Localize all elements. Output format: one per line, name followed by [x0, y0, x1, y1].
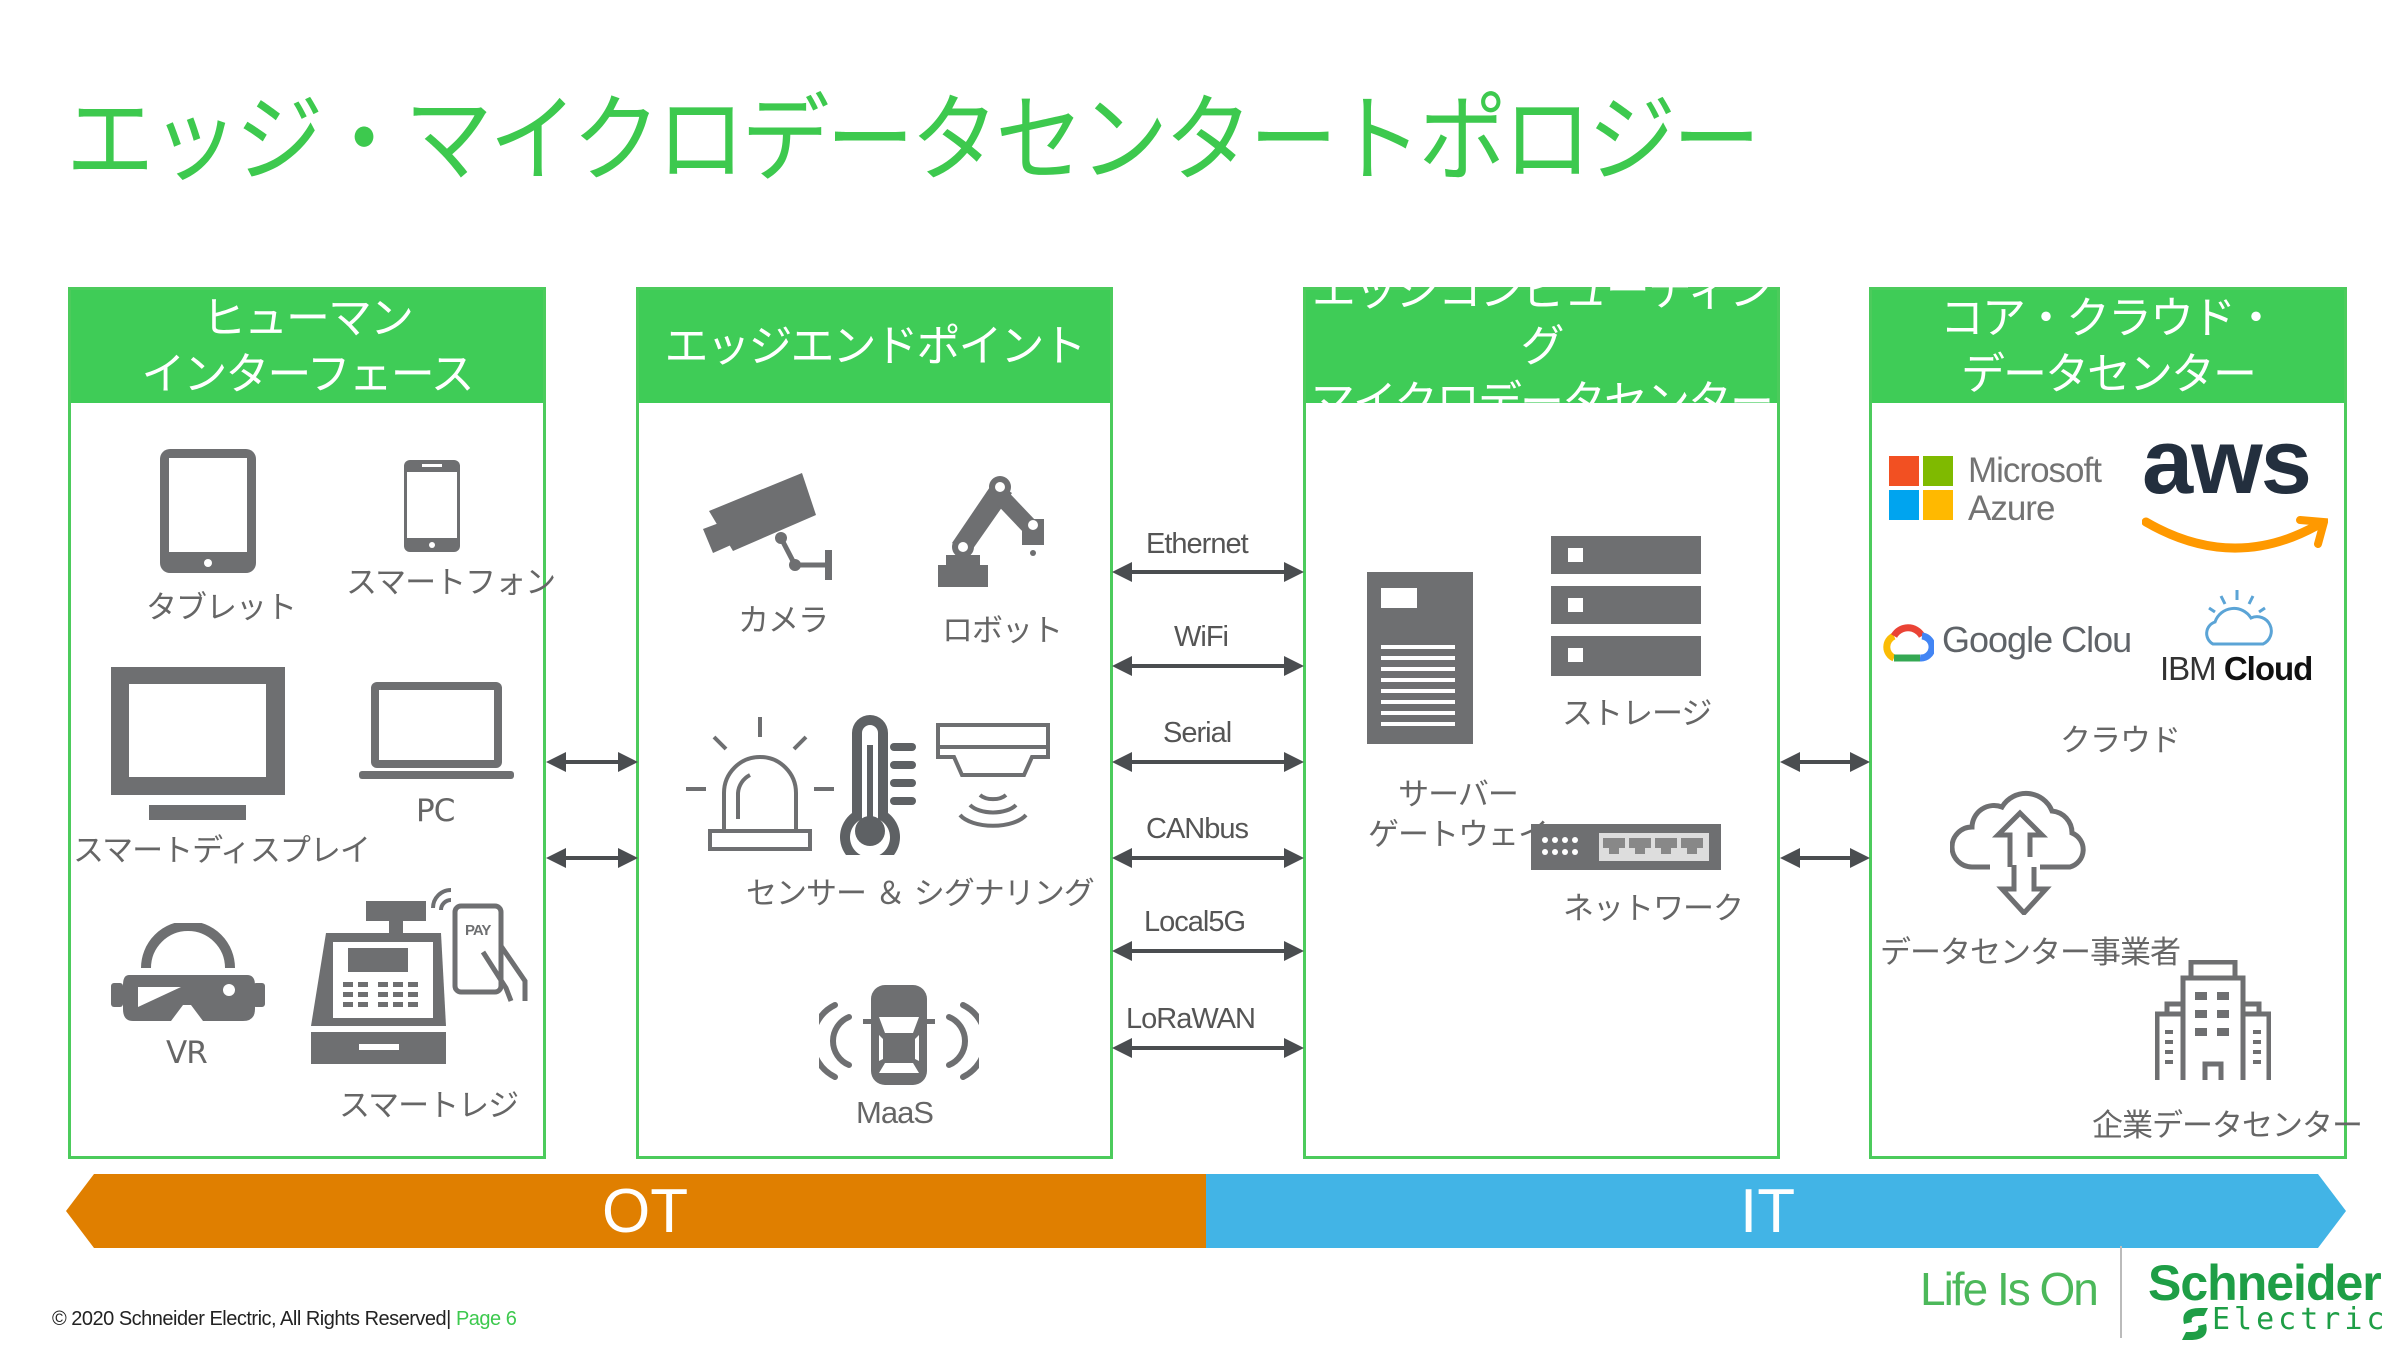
double-arrow-icon — [546, 848, 638, 868]
double-arrow-icon — [1112, 562, 1304, 582]
aws-smile-icon — [2142, 516, 2328, 553]
column-header: エッジコンピューティング マイクロデータセンター — [1306, 265, 1777, 428]
schneider-logo-icon — [2182, 1308, 2208, 1340]
double-arrow-icon — [1780, 752, 1870, 772]
double-arrow-icon — [1112, 1038, 1304, 1058]
sensor-signaling-icon — [686, 715, 1050, 855]
item-label-multiline: サーバー ゲートウェイ — [1368, 775, 1549, 855]
copyright-text: © 2020 Schneider Electric, All Rights Re… — [52, 1308, 447, 1330]
office-building-icon — [2155, 960, 2271, 1080]
item-label: PC — [416, 793, 455, 829]
ot-label: OT — [602, 1177, 689, 1246]
column-human-interface: ヒューマン インターフェース タブレット スマートフォン スマートディスプレイ … — [68, 287, 556, 1159]
page-number: Page 6 — [455, 1308, 517, 1330]
schneider-logo-electric: Electric — [2212, 1302, 2389, 1337]
header-line: コア・クラウド・ — [1940, 292, 2278, 344]
protocol-label-serial: Serial — [1163, 717, 1232, 749]
item-label: スマートレジ — [339, 1088, 519, 1124]
item-label: カメラ — [738, 603, 829, 639]
header-line: マイクロデータセンター — [1310, 376, 1774, 428]
column-header: コア・クラウド・ データセンター — [1872, 290, 2344, 403]
smartphone-icon — [404, 460, 460, 552]
tablet-icon — [160, 449, 256, 573]
label-line: ゲートウェイ — [1368, 817, 1549, 853]
security-camera-icon — [703, 473, 832, 580]
item-label: MaaS — [856, 1095, 934, 1130]
logo-line: Microsoft — [1968, 451, 2102, 490]
page-title: エッジ・マイクロデータセンタートポロジー — [66, 84, 1761, 196]
vr-headset-icon — [111, 923, 265, 1021]
it-label: IT — [1740, 1177, 1796, 1246]
column-header: エッジエンドポイント — [639, 290, 1110, 403]
column-edge-endpoint: エッジエンドポイント カメラ ロボット — [636, 287, 1113, 1159]
protocol-label-local5g: Local5G — [1144, 906, 1246, 938]
google-cloud-icon — [1883, 624, 1934, 662]
item-label: スマートディスプレイ — [73, 833, 371, 869]
double-arrow-icon — [546, 752, 638, 772]
google-cloud-logo: Google Clou — [1942, 619, 2132, 660]
aws-logo: aws — [2142, 411, 2312, 513]
item-label: ロボット — [942, 613, 1063, 649]
column-edge-computing: エッジコンピューティング マイクロデータセンター サーバー ゲートウェイ ストレ… — [1303, 265, 1780, 1159]
label-line: サーバー — [1398, 777, 1519, 813]
item-label: ネットワーク — [1563, 891, 1744, 927]
double-arrow-icon — [1780, 848, 1870, 868]
header-line: エッジコンピューティング — [1311, 264, 1773, 372]
protocol-label-wifi: WiFi — [1174, 621, 1229, 653]
logo-divider — [2120, 1246, 2122, 1338]
double-arrow-icon — [1112, 848, 1304, 868]
ot-segment — [66, 1174, 1206, 1248]
it-segment — [1206, 1174, 2346, 1248]
item-label: 企業データセンター — [2092, 1108, 2363, 1144]
logo-line: Azure — [1968, 489, 2055, 528]
microsoft-azure-logo: Microsoft Azure — [1968, 451, 2102, 528]
item-label: センサー ＆ シグナリング — [746, 876, 1095, 912]
footer-copyright: © 2020 Schneider Electric, All Rights Re… — [52, 1308, 517, 1330]
double-arrow-icon — [1112, 941, 1304, 961]
item-label: クラウド — [2060, 723, 2181, 759]
header-line: エッジエンドポイント — [664, 320, 1087, 372]
header-line: データセンター — [1961, 348, 2257, 400]
column-header: ヒューマン インターフェース — [71, 290, 543, 403]
header-line: インターフェース — [141, 348, 474, 400]
column-core-cloud: コア・クラウド・ データセンター Microsoft Azure aws Goo… — [1869, 287, 2363, 1159]
monitor-icon — [111, 667, 285, 820]
double-arrow-icon — [1112, 752, 1304, 772]
item-label: ストレージ — [1562, 696, 1712, 732]
microsoft-logo-icon — [1889, 456, 1953, 520]
network-switch-icon — [1531, 824, 1721, 870]
cloud-transfer-icon — [1950, 790, 2086, 915]
robot-arm-icon — [938, 476, 1044, 587]
cash-register-icon — [311, 888, 528, 1064]
connected-car-icon — [819, 985, 979, 1085]
tagline-logo: Life Is On — [1920, 1263, 2099, 1315]
item-label: スマートフォン — [346, 565, 556, 601]
item-label: VR — [166, 1035, 208, 1071]
protocol-label-ethernet: Ethernet — [1146, 528, 1249, 560]
server-icon — [1367, 572, 1473, 744]
cloud-text: Cloud — [2223, 650, 2313, 687]
double-arrow-icon — [1112, 656, 1304, 676]
storage-icon — [1551, 536, 1701, 676]
item-label: データセンター事業者 — [1880, 935, 2181, 971]
header-line: ヒューマン — [202, 292, 414, 344]
protocol-label-lorawan: LoRaWAN — [1126, 1003, 1256, 1035]
laptop-icon — [359, 682, 514, 779]
schneider-logo: Schneider — [2148, 1255, 2382, 1311]
ibm-cloud-icon — [2205, 590, 2273, 646]
ot-it-band — [66, 1174, 2346, 1248]
ibm-cloud-logo: IBM Cloud — [2160, 650, 2313, 688]
ibm-text: IBM — [2160, 650, 2217, 687]
protocol-label-canbus: CANbus — [1146, 813, 1249, 845]
pay-badge: PAY — [465, 922, 491, 939]
item-label: タブレット — [146, 590, 297, 626]
